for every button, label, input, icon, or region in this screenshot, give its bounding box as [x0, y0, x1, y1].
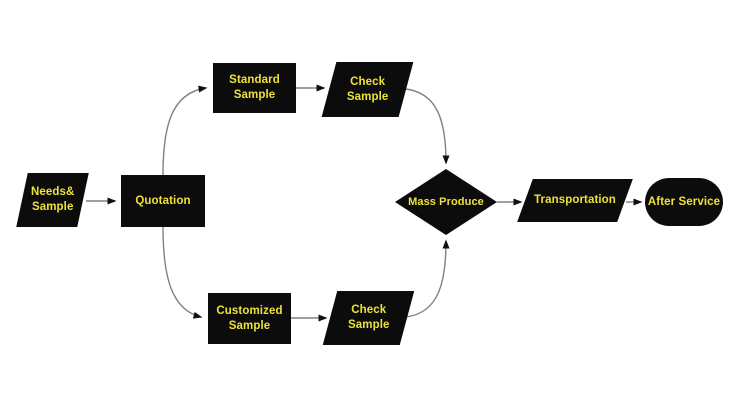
edge-quotation-to-customized — [162, 226, 203, 319]
node-mass-produce-label: Mass Produce — [408, 195, 484, 208]
node-quotation: Quotation — [121, 175, 205, 227]
node-after-service-label: After Service — [647, 195, 721, 208]
edge-checktop-to-massproduce — [405, 88, 450, 165]
node-needs-sample: Needs& Sample — [16, 173, 89, 227]
node-check-sample-bottom-label: Check Sample — [347, 304, 390, 331]
edge-checkbottom-to-massproduce — [405, 239, 450, 318]
node-standard-sample-label: Standard Sample — [229, 74, 280, 101]
node-transportation: Transportation — [517, 179, 633, 222]
node-needs-sample-label: Needs& Sample — [30, 186, 75, 213]
edge-quotation-to-standard — [162, 85, 208, 176]
node-after-service: After Service — [645, 178, 723, 226]
node-transportation-label: Transportation — [534, 194, 616, 207]
node-customized-sample-label: Customized Sample — [216, 304, 283, 332]
node-customized-sample: Customized Sample — [208, 293, 291, 344]
node-check-sample-bottom: Check Sample — [322, 291, 415, 345]
node-check-sample-top-label: Check Sample — [346, 75, 389, 103]
node-standard-sample: Standard Sample — [213, 63, 296, 113]
node-quotation-label: Quotation — [135, 194, 191, 207]
node-check-sample-top: Check Sample — [321, 62, 414, 117]
